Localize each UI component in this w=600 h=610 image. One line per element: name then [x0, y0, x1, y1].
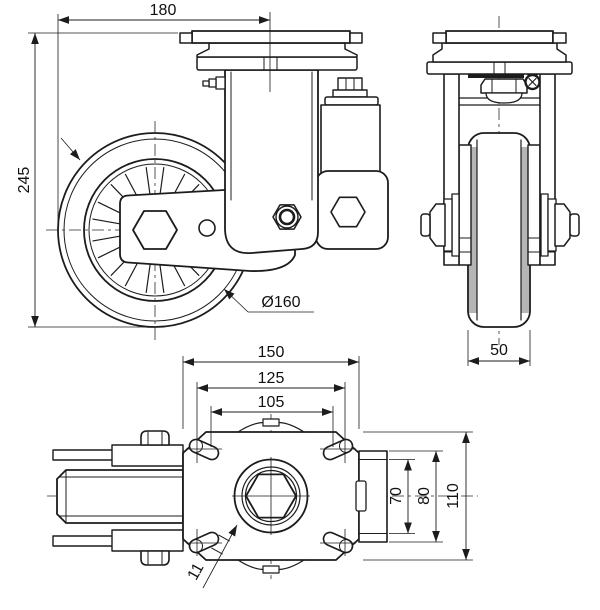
swivel-housing	[224, 69, 319, 254]
side-tyre	[467, 132, 531, 328]
spring-can	[315, 77, 389, 250]
kingpin-nut	[272, 204, 302, 230]
side-kingpin-nut	[468, 73, 528, 104]
center-boss	[232, 457, 310, 535]
dim-105-label: 105	[258, 394, 285, 411]
dim-wheel-diameter: Ø160	[223, 288, 314, 313]
tyre-leader-arrow	[60, 137, 81, 161]
arm-plate-left	[458, 144, 472, 266]
side-plate-stack	[426, 30, 573, 75]
spring-can-bolt	[337, 77, 363, 92]
plan-spring-can	[355, 450, 388, 543]
axle-hex	[132, 210, 178, 250]
dim-180-label: 180	[150, 2, 177, 19]
dim-70-label: 70	[388, 487, 405, 505]
front-view: 180 245 Ø160	[16, 2, 389, 342]
dim-150: 150	[182, 344, 360, 429]
dim-125-label: 125	[258, 370, 285, 387]
grease-nipple	[202, 76, 226, 90]
dim-180: 180	[57, 2, 270, 232]
dim-11-label: 11	[185, 560, 208, 583]
arm-plate-right	[527, 144, 541, 266]
dim-125: 125	[196, 370, 346, 436]
plan-wheel	[52, 430, 184, 566]
plan-tyre	[56, 469, 184, 524]
dim-70: 70	[388, 459, 412, 534]
side-top-plate	[445, 30, 554, 44]
swivel-race-arcs	[237, 418, 305, 574]
dim-110: 110	[445, 432, 470, 561]
arm-hole	[198, 219, 216, 237]
dim-245: 245	[16, 32, 178, 328]
dim-150-label: 150	[258, 344, 285, 361]
dim-105: 105	[210, 394, 334, 447]
swivel-plate-stack	[179, 30, 363, 71]
dim-50-label: 50	[490, 342, 508, 359]
side-view: 50	[420, 16, 580, 366]
dim-diameter-label: Ø160	[261, 294, 300, 311]
dim-80-label: 80	[416, 487, 433, 505]
plan-axle-nut-top	[140, 430, 170, 446]
spring-nut	[330, 196, 366, 228]
axle-bolt-right	[540, 193, 580, 257]
dim-80: 80	[416, 451, 440, 543]
dim-245-label: 245	[16, 167, 33, 194]
plan-axle-nut-bottom	[140, 550, 170, 566]
bolt-slots	[186, 436, 356, 556]
dim-50: 50	[467, 330, 531, 366]
dim-11: 11	[185, 524, 238, 589]
top-plate	[191, 30, 351, 44]
dim-110-label: 110	[445, 483, 462, 509]
spring-can-body	[320, 104, 381, 174]
plan-view: 150 125 105 70	[47, 344, 478, 589]
axle-bolt-left	[420, 193, 460, 257]
